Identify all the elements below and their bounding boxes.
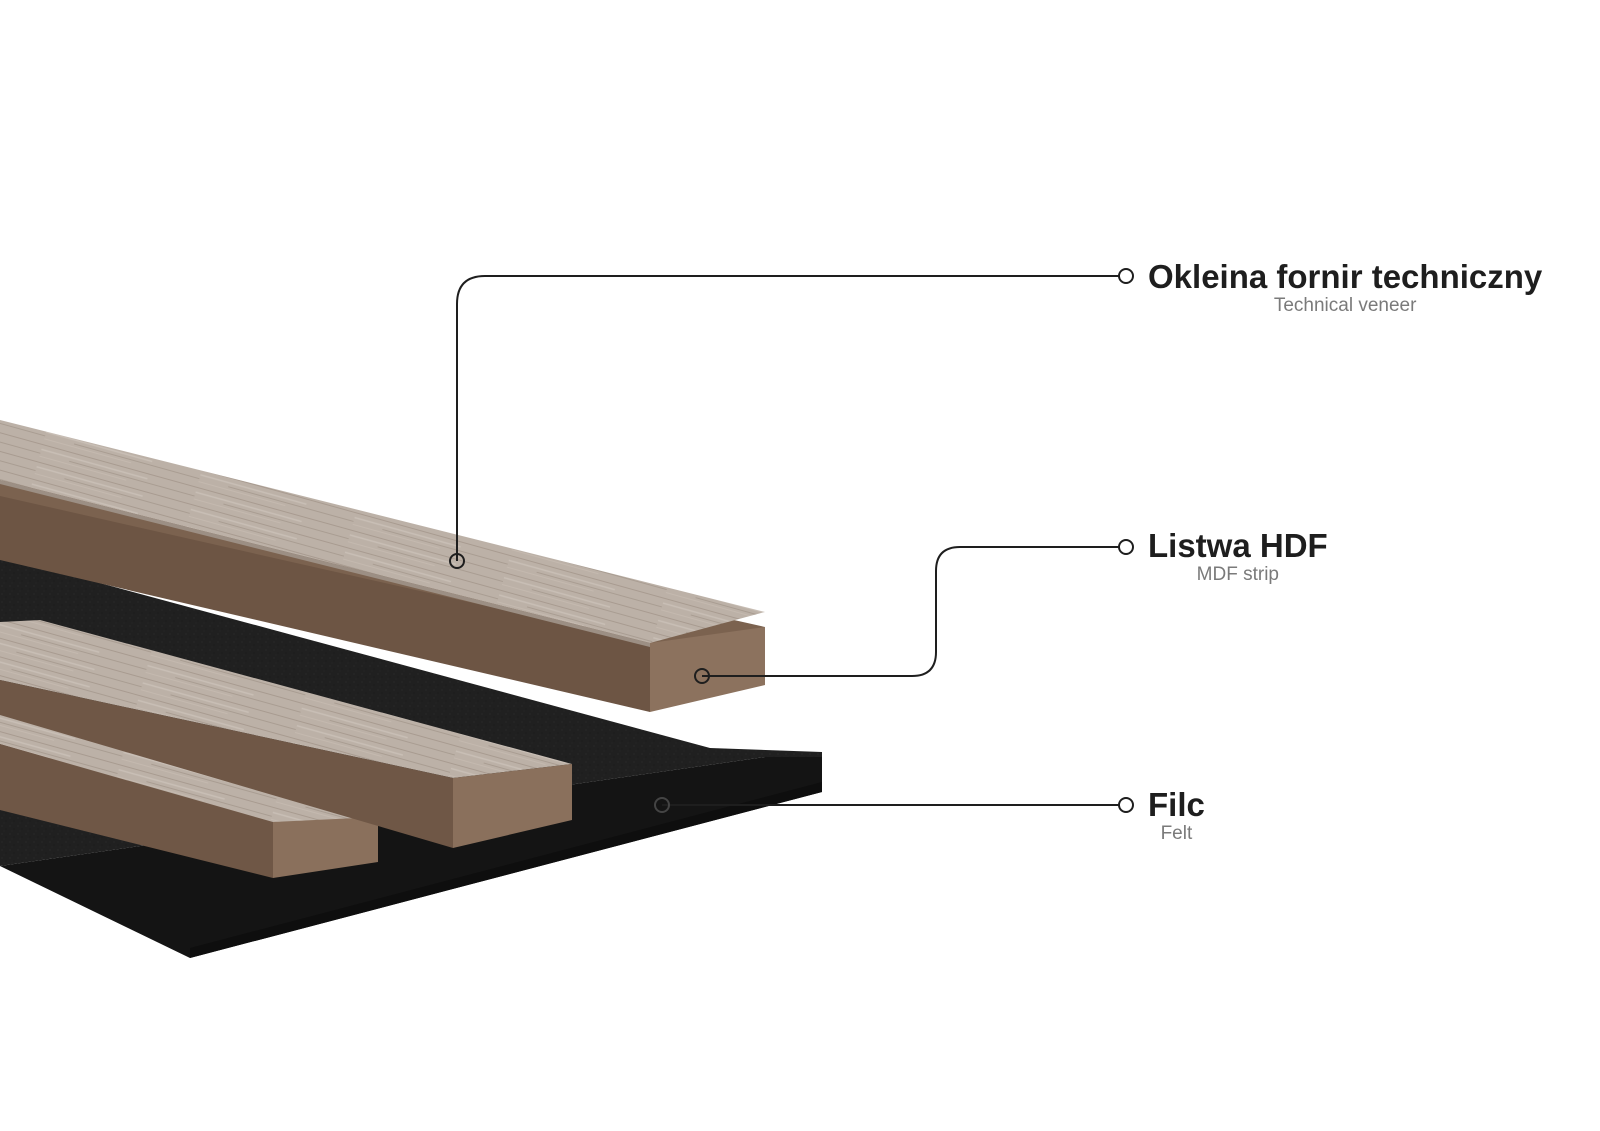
hdf-strip	[0, 480, 765, 712]
marker-felt-end	[1118, 797, 1134, 813]
marker-felt-start	[654, 797, 670, 813]
marker-veneer-end	[1118, 268, 1134, 284]
label-hdf-subtitle: MDF strip	[1196, 564, 1279, 585]
label-veneer-subtitle: Technical veneer	[1273, 295, 1417, 316]
veneer-sheet-edge	[0, 480, 650, 647]
label-hdf: Listwa HDF MDF strip	[1148, 528, 1328, 586]
lower-strip-1	[0, 620, 572, 848]
label-veneer-title: Okleina fornir techniczny	[1148, 258, 1543, 295]
hdf-strip-front	[0, 496, 650, 712]
leader-line-veneer	[456, 275, 1126, 561]
lower-strip-2-front	[0, 744, 273, 878]
veneer-sheet-top	[0, 420, 765, 643]
label-veneer: Okleina fornir techniczny Technical vene…	[1148, 259, 1542, 317]
lower-strip-1-top	[0, 620, 572, 778]
marker-hdf-end	[1118, 539, 1134, 555]
lower-strip-2-end	[273, 817, 378, 878]
label-felt-subtitle: Felt	[1160, 823, 1193, 844]
leader-markers	[449, 268, 1134, 813]
leader-line-hdf	[702, 546, 1126, 677]
marker-hdf-start	[694, 668, 710, 684]
lower-strip-1-front	[0, 680, 453, 848]
marker-veneer-start	[449, 553, 465, 569]
label-felt-title: Filc	[1148, 786, 1205, 823]
felt-front-face	[0, 757, 822, 958]
lower-strip-1-end	[453, 764, 572, 848]
label-hdf-title: Listwa HDF	[1148, 527, 1328, 564]
leader-lines	[456, 275, 1126, 806]
felt-front-edge	[190, 782, 822, 958]
label-felt: Filc Felt	[1148, 787, 1205, 845]
veneer-sheet	[0, 420, 765, 647]
hdf-strip-end	[650, 627, 765, 712]
